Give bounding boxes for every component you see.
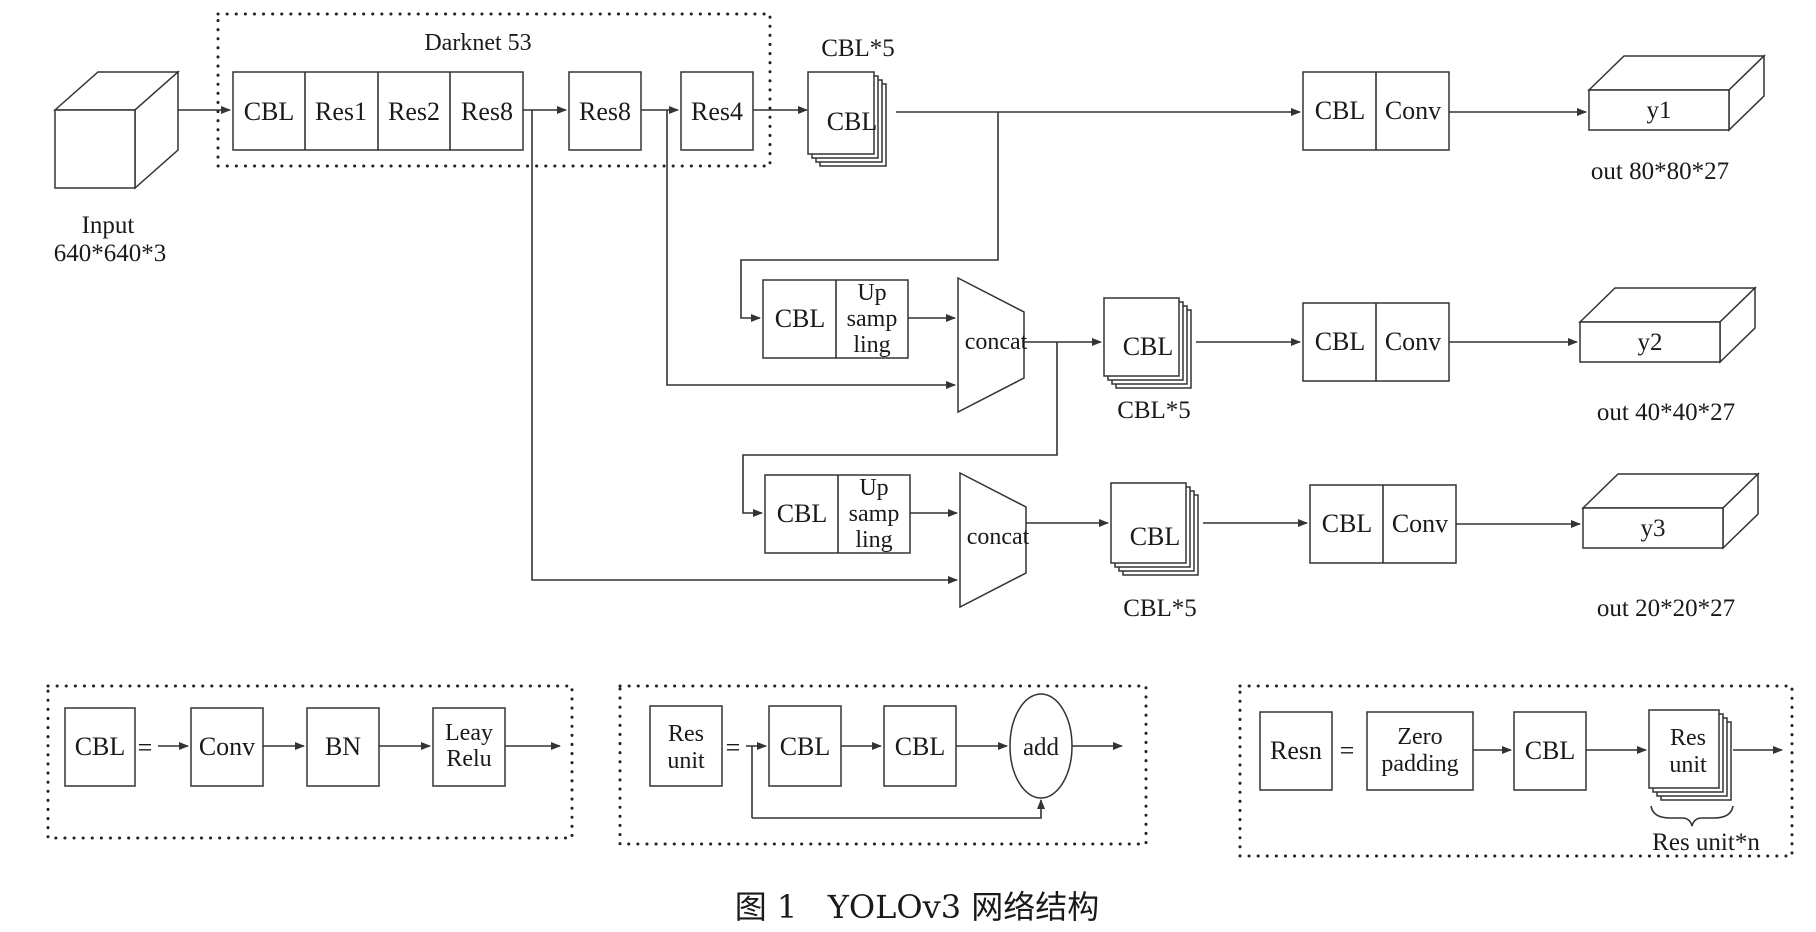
legend-resn-eq: = [1340,736,1355,765]
legend-res-unit-cbl-1 [768,705,842,787]
cbl-stack-3-label: CBL [1130,522,1181,551]
darknet53-label: Darknet 53 [424,30,531,56]
legend-resn-cbl [1513,711,1587,791]
input-cube [53,70,180,190]
legend-resn-brace [1650,805,1734,827]
legend-res-unit-lhs [649,705,723,787]
output-y1-cube [1587,54,1766,132]
cbl-conv-3-conv: Conv [1392,509,1448,538]
upsample-1-line1: Up [857,280,886,306]
backbone-block-res8: Res8 [461,97,513,126]
legend-cbl-group [46,684,574,840]
darknet53-group [216,12,772,168]
legend-res-unit-cbl-2 [883,705,957,787]
legend-resn-unit-line1: Res [1670,725,1706,751]
cbl5-label-2: CBL*5 [1117,397,1191,424]
legend-cbl-bn [306,707,380,787]
legend-cbl-lhs-label: CBL [75,732,126,761]
legend-res-unit-eq: = [726,733,741,762]
legend-res-unit-cbl-1-label: CBL [780,732,831,761]
legend-cbl-conv [190,707,264,787]
cbl-upsample-2-cbl: CBL [777,499,828,528]
legend-resn-lhs-label: Resn [1270,736,1322,765]
upsample-2-line3: ling [855,527,892,553]
upsample-1-line2: samp [847,306,898,332]
concat-1-label: concat [965,329,1028,355]
output-y2-cube [1578,286,1757,364]
cbl-conv-1-conv: Conv [1385,96,1441,125]
cbl-conv-2-cbl: CBL [1315,327,1366,356]
res8-label: Res8 [579,97,631,126]
output-y3-size: out 20*20*27 [1597,595,1735,622]
cbl-stack-1 [807,71,887,167]
legend-cbl-eq: = [138,733,153,762]
legend-resn-unit-stack [1648,709,1732,801]
res4-label: Res4 [691,97,743,126]
cbl-stack-1-label: CBL [827,107,878,136]
legend-cbl-lhs [64,707,136,787]
legend-cbl-act-line2: Relu [446,746,491,772]
legend-res-unit-cbl-2-label: CBL [895,732,946,761]
legend-resn-cbl-label: CBL [1525,736,1576,765]
cbl-conv-2-conv: Conv [1385,327,1441,356]
legend-res-unit-group [618,684,1148,846]
concat-2 [959,471,1027,609]
figure-caption: 图 1 YOLOv3 网络结构 [735,888,1100,926]
legend-cbl-act [432,707,506,787]
legend-res-unit-lhs-line2: unit [667,748,705,774]
backbone-block-res1: Res1 [315,97,367,126]
backbone-block-cbl: CBL [244,97,295,126]
legend-resn-lhs [1259,711,1333,791]
cbl-stack-2-label: CBL [1123,332,1174,361]
legend-cbl-bn-label: BN [325,732,361,761]
output-y2-size: out 40*40*27 [1597,399,1735,426]
legend-cbl-conv-label: Conv [199,732,255,761]
output-y1-label: y1 [1647,97,1672,124]
legend-add-label: add [1023,734,1060,761]
upsample-2-line1: Up [859,475,888,501]
input-size-label: 640*640*3 [54,240,167,267]
legend-res-unit-lhs-line1: Res [668,721,704,747]
upsample-1-line3: ling [853,332,890,358]
legend-resn-zero-padding [1366,711,1474,791]
legend-resn-pad-line1: Zero [1397,724,1442,750]
cbl5-label-3: CBL*5 [1123,595,1197,622]
cbl5-label-1: CBL*5 [821,35,895,62]
output-y2-label: y2 [1638,329,1663,356]
cbl-upsample-1-cbl: CBL [775,304,826,333]
backbone-block-res2: Res2 [388,97,440,126]
output-y3-label: y3 [1641,515,1666,542]
cbl-stack-3 [1110,482,1199,576]
concat-2-label: concat [967,524,1030,550]
output-y3-cube [1581,472,1760,550]
concat-1 [957,276,1025,414]
cbl-conv-3-cbl: CBL [1322,509,1373,538]
legend-resn-brace-label: Res unit*n [1652,829,1760,856]
output-y1-size: out 80*80*27 [1591,158,1729,185]
cbl-conv-1-cbl: CBL [1315,96,1366,125]
upsample-2-line2: samp [849,501,900,527]
legend-resn-pad-line2: padding [1381,751,1458,777]
legend-resn-unit-line2: unit [1669,752,1707,778]
legend-cbl-act-line1: Leay [445,720,493,746]
cbl-stack-2 [1103,297,1192,389]
res8-block [568,71,642,151]
legend-resn-group [1238,684,1794,858]
res4-block [680,71,754,151]
input-label: Input [82,212,135,239]
